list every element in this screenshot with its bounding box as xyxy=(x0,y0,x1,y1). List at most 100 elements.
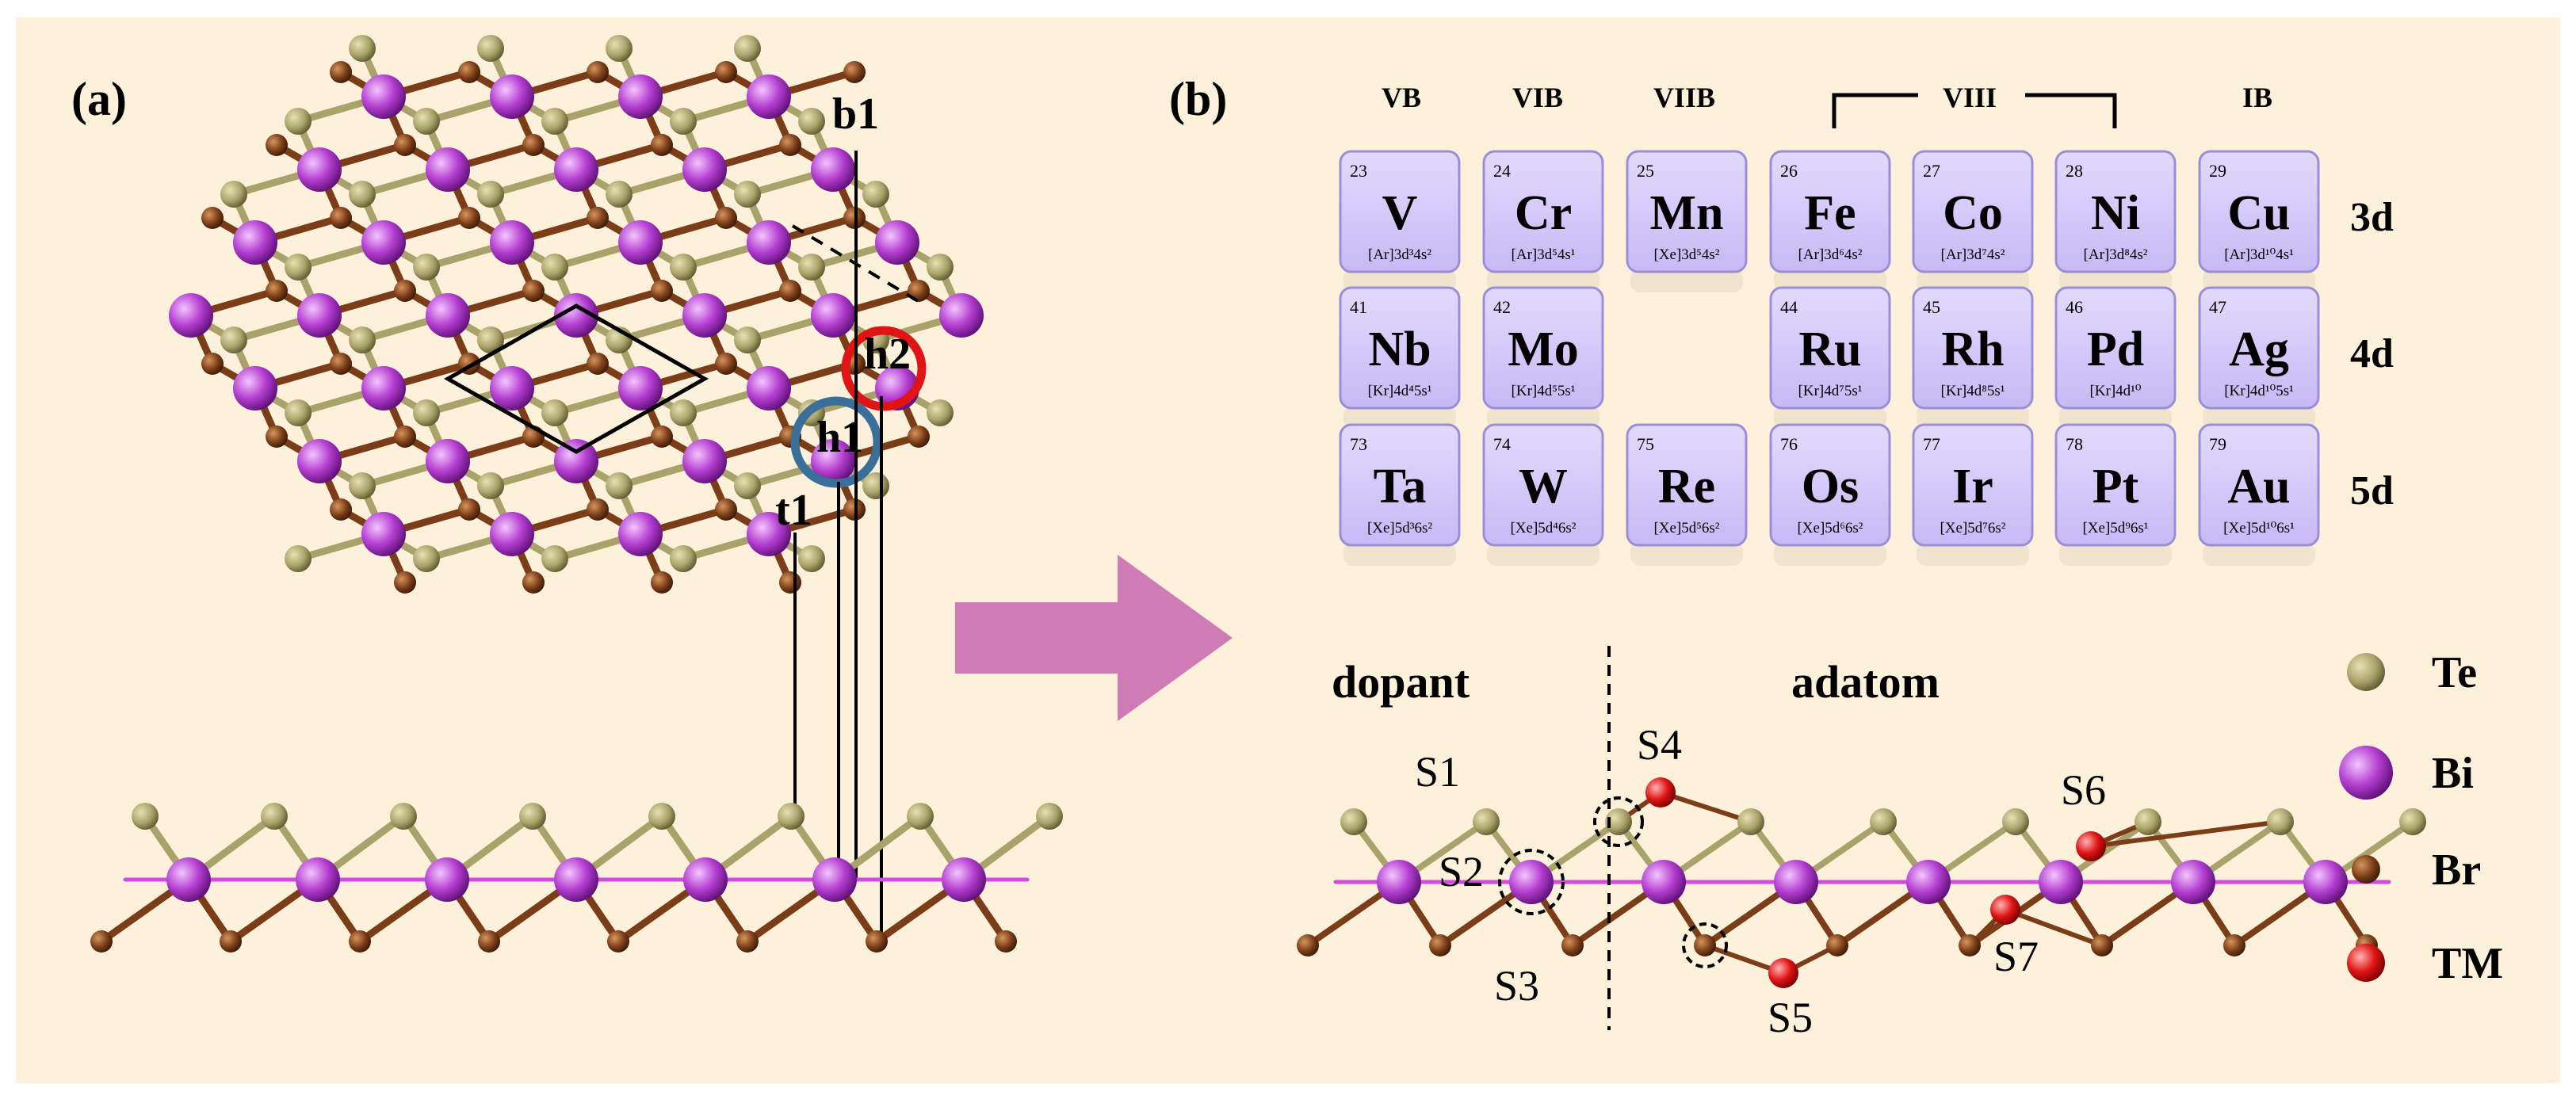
te-atom xyxy=(606,472,633,499)
site-marker-s1 xyxy=(1593,796,1644,847)
br-atom xyxy=(266,426,288,448)
te-atom xyxy=(541,108,568,135)
bi-atom xyxy=(361,74,406,119)
element-tile-w: 74W[Xe]5d⁴6s² xyxy=(1482,423,1604,566)
h1-site-circle xyxy=(790,396,882,488)
group-label: VB xyxy=(1382,82,1421,113)
te-atom xyxy=(927,254,954,281)
tile-background xyxy=(2054,423,2177,547)
atomic-number: 27 xyxy=(1923,161,1940,181)
bi-atom xyxy=(1906,860,1951,904)
electron-config: [Ar]3d⁸4s² xyxy=(2084,246,2148,263)
te-atom xyxy=(2399,808,2426,835)
bi-atom xyxy=(426,147,470,192)
te-atom xyxy=(670,108,697,135)
te-atom xyxy=(907,803,934,830)
tile-background xyxy=(1339,286,1461,410)
element-symbol: Ag xyxy=(2229,323,2289,376)
electron-config: [Kr]4d¹⁰5s¹ xyxy=(2224,383,2294,399)
br-atom xyxy=(394,426,416,448)
br-atom xyxy=(779,571,801,594)
element-symbol: Fe xyxy=(1804,186,1856,240)
bi-atom xyxy=(682,293,727,338)
legend-te-label: Te xyxy=(2432,648,2477,697)
atomic-number: 73 xyxy=(1350,434,1367,454)
period-label: 3d xyxy=(2350,195,2394,240)
bi-atom xyxy=(682,439,727,483)
te-atom xyxy=(2135,808,2161,835)
bi-atom xyxy=(2171,860,2215,904)
bi-atom xyxy=(554,439,598,483)
electron-config: [Ar]3d⁷4s² xyxy=(1941,246,2005,263)
br-atom xyxy=(330,498,352,521)
te-atom xyxy=(477,181,504,208)
br-atom xyxy=(995,930,1017,953)
tile-reflection xyxy=(1774,542,1886,566)
br-atom xyxy=(908,426,930,448)
tile-reflection xyxy=(1917,542,2029,566)
site-label-s3: S3 xyxy=(1494,962,1539,1010)
element-symbol: Re xyxy=(1658,460,1715,514)
te-atom xyxy=(670,545,697,572)
element-symbol: Au xyxy=(2227,460,2290,514)
tile-reflection xyxy=(2203,405,2315,429)
element-symbol: Co xyxy=(1943,186,2003,240)
te-atom xyxy=(519,803,546,830)
bi-atom xyxy=(942,857,986,902)
tile-background xyxy=(2198,423,2320,547)
tile-background xyxy=(1769,286,1891,410)
te-atom xyxy=(477,35,504,62)
electron-config: [Kr]4d⁸5s¹ xyxy=(1941,383,2005,399)
br-atom xyxy=(607,930,629,953)
atomic-number: 47 xyxy=(2209,297,2226,317)
br-atom xyxy=(1826,934,1848,956)
bi-atom xyxy=(233,366,277,410)
te-atom xyxy=(132,803,159,830)
t1-label: t1 xyxy=(775,486,812,535)
group-label: VIB xyxy=(1512,82,1563,113)
electron-config: [Ar]3d⁶4s² xyxy=(1798,246,1863,263)
br-atom xyxy=(715,207,737,229)
br-atom xyxy=(587,353,609,375)
element-symbol: Cu xyxy=(2227,186,2290,240)
atomic-number: 45 xyxy=(1923,297,1940,317)
tile-reflection xyxy=(1343,542,1456,566)
tile-background xyxy=(2198,150,2320,273)
element-symbol: Ni xyxy=(2091,186,2140,240)
te-atom xyxy=(261,803,288,830)
te-atom xyxy=(541,399,568,426)
te-atom xyxy=(862,472,889,499)
unit-cell xyxy=(443,304,709,454)
br-atom xyxy=(1959,934,1981,956)
te-atom xyxy=(1340,808,1367,835)
legend-tm-label: TM xyxy=(2432,939,2503,988)
tile-background xyxy=(1482,423,1604,547)
te-atom xyxy=(413,108,440,135)
bi-atom xyxy=(747,366,791,410)
bi-atom xyxy=(169,293,213,338)
te-atom xyxy=(2267,808,2294,835)
legend-bi-label: Bi xyxy=(2432,749,2474,798)
te-atom xyxy=(778,803,805,830)
element-symbol: Mn xyxy=(1650,186,1724,240)
group-label: VIIB xyxy=(1653,82,1715,113)
te-atom xyxy=(1036,803,1063,830)
element-symbol: Os xyxy=(1802,460,1859,514)
site-label-s1: S1 xyxy=(1415,748,1460,796)
br-atom xyxy=(2223,934,2245,956)
te-atom xyxy=(606,35,633,62)
br-atom xyxy=(394,134,416,156)
bi-atom xyxy=(747,220,791,265)
tile-background xyxy=(1769,423,1891,547)
bi-atom xyxy=(361,220,406,265)
element-symbol: Ta xyxy=(1374,460,1427,514)
electron-config: [Xe]3d⁵4s² xyxy=(1653,246,1719,263)
b1-bond-marker xyxy=(791,224,925,306)
atomic-number: 79 xyxy=(2209,434,2226,454)
br-atom xyxy=(330,61,352,83)
te-atom xyxy=(1473,808,1500,835)
